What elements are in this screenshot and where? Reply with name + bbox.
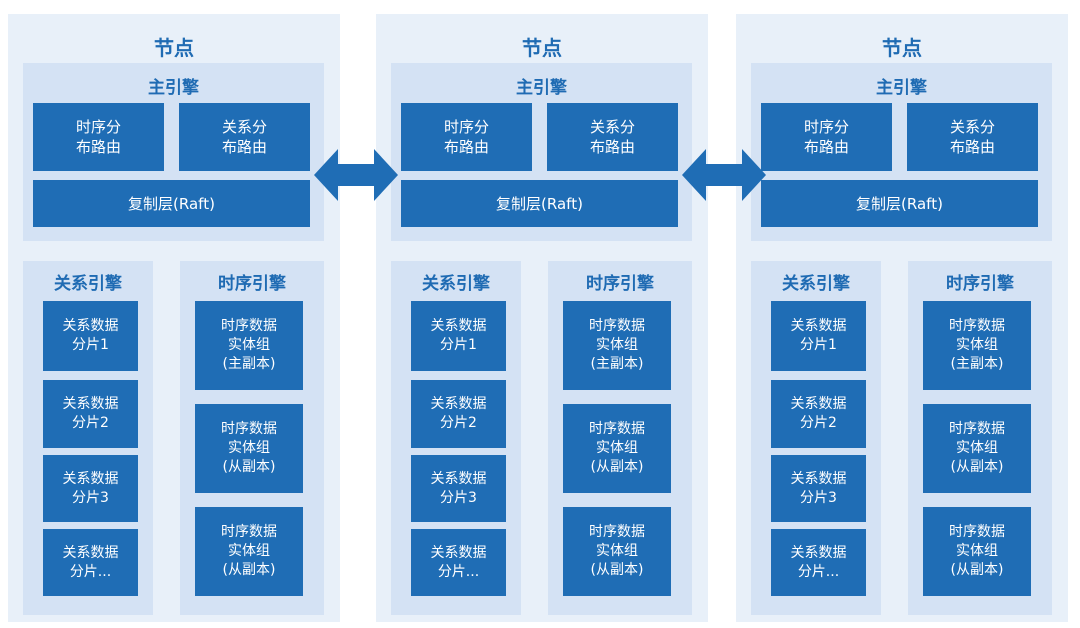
relational-shard-box: 关系数据 分片1 xyxy=(411,301,506,371)
relational-shard-box: 关系数据 分片2 xyxy=(43,380,138,448)
timeseries-entity-group-box: 时序数据 实体组 (主副本) xyxy=(195,301,303,390)
main-engine-title: 主引擎 xyxy=(516,78,567,98)
relational-shard-box: 关系数据 分片1 xyxy=(43,301,138,371)
arrow-shape xyxy=(314,149,398,201)
cluster-node: 节点主引擎时序分 布路由关系分 布路由复制层(Raft) 关系引擎关系数据 分片1… xyxy=(376,14,708,622)
replication-layer-box: 复制层(Raft) xyxy=(761,180,1038,227)
timeseries-entity-group-box: 时序数据 实体组 (从副本) xyxy=(195,404,303,493)
timeseries-engine-panel: 时序引擎时序数据 实体组 (主副本) 时序数据 实体组 (从副本) 时序数据 实体组… xyxy=(180,261,324,615)
timeseries-engine-title: 时序引擎 xyxy=(218,274,286,294)
cluster-node: 节点主引擎时序分 布路由关系分 布路由复制层(Raft) 关系引擎关系数据 分片1… xyxy=(8,14,340,622)
relational-routing-box: 关系分 布路由 xyxy=(547,103,678,171)
relational-shard-box: 关系数据 分片1 xyxy=(771,301,866,371)
replication-layer-box: 复制层(Raft) xyxy=(401,180,678,227)
relational-shard-box: 关系数据 分片... xyxy=(771,529,866,596)
timeseries-engine-title: 时序引擎 xyxy=(586,274,654,294)
main-engine-panel: 主引擎时序分 布路由关系分 布路由复制层(Raft) xyxy=(751,63,1052,241)
cluster-node: 节点主引擎时序分 布路由关系分 布路由复制层(Raft) 关系引擎关系数据 分片1… xyxy=(736,14,1068,622)
main-engine-panel: 主引擎时序分 布路由关系分 布路由复制层(Raft) xyxy=(23,63,324,241)
main-engine-panel: 主引擎时序分 布路由关系分 布路由复制层(Raft) xyxy=(391,63,692,241)
relational-shard-box: 关系数据 分片3 xyxy=(771,455,866,522)
timeseries-routing-box: 时序分 布路由 xyxy=(401,103,532,171)
relational-engine-title: 关系引擎 xyxy=(782,274,850,294)
timeseries-engine-title: 时序引擎 xyxy=(946,274,1014,294)
replication-layer-box: 复制层(Raft) xyxy=(33,180,310,227)
relational-shard-box: 关系数据 分片... xyxy=(43,529,138,596)
relational-routing-box: 关系分 布路由 xyxy=(179,103,310,171)
timeseries-entity-group-box: 时序数据 实体组 (从副本) xyxy=(923,507,1031,596)
relational-engine-title: 关系引擎 xyxy=(422,274,490,294)
timeseries-routing-box: 时序分 布路由 xyxy=(761,103,892,171)
main-engine-title: 主引擎 xyxy=(876,78,927,98)
timeseries-entity-group-box: 时序数据 实体组 (从副本) xyxy=(195,507,303,596)
timeseries-entity-group-box: 时序数据 实体组 (从副本) xyxy=(563,507,671,596)
bidirectional-arrow-icon xyxy=(682,149,766,201)
relational-shard-box: 关系数据 分片3 xyxy=(43,455,138,522)
relational-shard-box: 关系数据 分片2 xyxy=(771,380,866,448)
main-engine-title: 主引擎 xyxy=(148,78,199,98)
timeseries-entity-group-box: 时序数据 实体组 (主副本) xyxy=(923,301,1031,390)
relational-engine-panel: 关系引擎关系数据 分片1 关系数据 分片2 关系数据 分片3 关系数据 分片... xyxy=(751,261,881,615)
relational-routing-box: 关系分 布路由 xyxy=(907,103,1038,171)
node-title: 节点 xyxy=(522,36,562,60)
relational-engine-panel: 关系引擎关系数据 分片1 关系数据 分片2 关系数据 分片3 关系数据 分片... xyxy=(391,261,521,615)
arrow-shape xyxy=(682,149,766,201)
relational-shard-box: 关系数据 分片3 xyxy=(411,455,506,522)
relational-engine-panel: 关系引擎关系数据 分片1 关系数据 分片2 关系数据 分片3 关系数据 分片... xyxy=(23,261,153,615)
timeseries-routing-box: 时序分 布路由 xyxy=(33,103,164,171)
relational-shard-box: 关系数据 分片2 xyxy=(411,380,506,448)
node-title: 节点 xyxy=(154,36,194,60)
relational-shard-box: 关系数据 分片... xyxy=(411,529,506,596)
relational-engine-title: 关系引擎 xyxy=(54,274,122,294)
timeseries-entity-group-box: 时序数据 实体组 (从副本) xyxy=(563,404,671,493)
timeseries-engine-panel: 时序引擎时序数据 实体组 (主副本) 时序数据 实体组 (从副本) 时序数据 实体组… xyxy=(908,261,1052,615)
timeseries-entity-group-box: 时序数据 实体组 (主副本) xyxy=(563,301,671,390)
bidirectional-arrow-icon xyxy=(314,149,398,201)
node-title: 节点 xyxy=(882,36,922,60)
timeseries-entity-group-box: 时序数据 实体组 (从副本) xyxy=(923,404,1031,493)
timeseries-engine-panel: 时序引擎时序数据 实体组 (主副本) 时序数据 实体组 (从副本) 时序数据 实体组… xyxy=(548,261,692,615)
